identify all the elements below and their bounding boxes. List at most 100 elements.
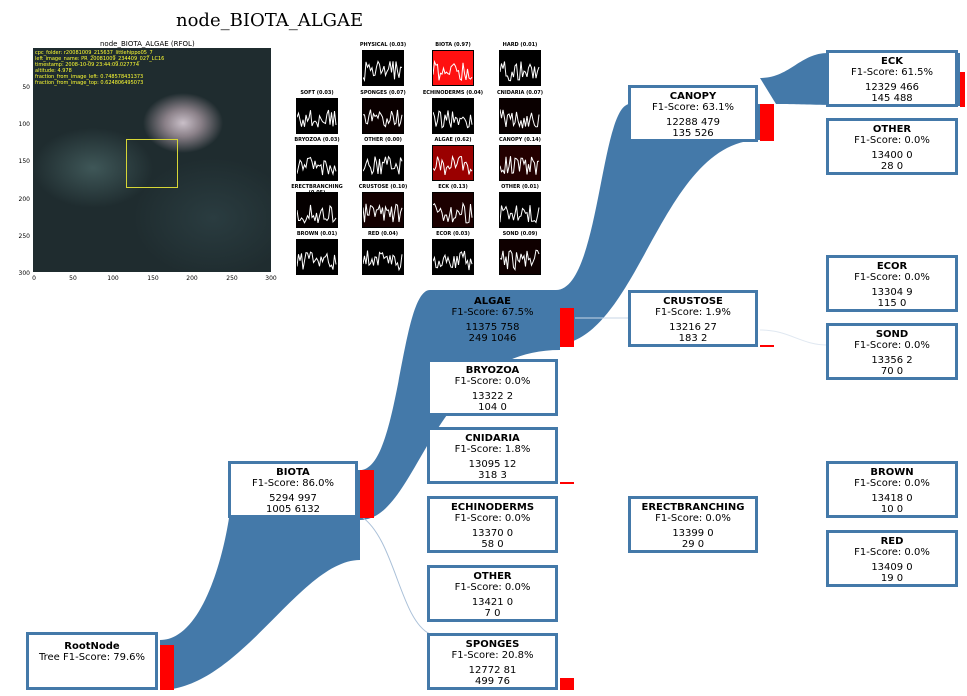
x-tick: 150 — [147, 275, 159, 282]
y-tick: 250 — [18, 233, 30, 240]
thumbnail-signal-plot — [499, 239, 541, 275]
thumbnail-signal-plot — [432, 145, 474, 181]
confusion-row: 13356 2 — [871, 355, 913, 366]
indicator-bar — [560, 482, 574, 484]
thumbnail-signal-plot — [362, 145, 404, 181]
confusion-row: 11375 758 — [465, 322, 520, 333]
node-f1-score: F1-Score: 0.0% — [454, 376, 531, 387]
meta-line: cpc_folder: r20081009_215637_littlehippo… — [35, 50, 153, 56]
thumbnail: PHYSICAL (0.03) — [348, 42, 418, 86]
thumbnail-signal-plot — [296, 239, 338, 275]
x-tick: 250 — [226, 275, 238, 282]
confusion-row: 13418 0 — [871, 493, 913, 504]
node-brown[interactable]: BROWN F1-Score: 0.0% 13418 0 10 0 — [826, 461, 958, 518]
indicator-bar — [760, 345, 774, 347]
thumbnail: OTHER (0.01) — [485, 184, 555, 228]
node-ecor[interactable]: ECOR F1-Score: 0.0% 13304 9 115 0 — [826, 255, 958, 312]
thumbnail-signal-plot — [296, 98, 338, 134]
confusion-row: 145 488 — [871, 93, 913, 104]
signal-line — [433, 110, 473, 129]
node-sond[interactable]: SOND F1-Score: 0.0% 13356 2 70 0 — [826, 323, 958, 380]
thumbnail-signal-plot — [362, 239, 404, 275]
signal-line — [363, 250, 403, 272]
signal-line — [433, 201, 473, 224]
node-bryozoa[interactable]: BRYOZOA F1-Score: 0.0% 13322 2 104 0 — [427, 359, 558, 416]
confusion-row: 104 0 — [478, 402, 507, 413]
thumbnail-label: BIOTA (0.97) — [435, 42, 471, 48]
thumbnail-label: SOND (0.09) — [502, 231, 538, 237]
thumbnail-signal-plot — [432, 98, 474, 134]
node-f1-score: F1-Score: 86.0% — [251, 478, 335, 489]
thumbnail: ECHINODERMS (0.04) — [418, 90, 488, 134]
node-name: ERECTBRANCHING — [641, 502, 745, 513]
node-echinoderms[interactable]: ECHINODERMS F1-Score: 0.0% 13370 0 58 0 — [427, 496, 558, 553]
flow-biota-sponges — [361, 516, 431, 635]
signal-line — [363, 155, 403, 176]
node-f1-score: F1-Score: 0.0% — [655, 513, 731, 524]
node-canopy[interactable]: CANOPY F1-Score: 63.1% 12288 479 135 526 — [628, 85, 758, 142]
node-biota[interactable]: BIOTA F1-Score: 86.0% 5294 997 1005 6132 — [228, 461, 358, 518]
signal-line — [297, 251, 337, 270]
confusion-row: 19 0 — [880, 573, 904, 584]
x-tick: 50 — [69, 275, 77, 282]
thumbnail: BRYOZOA (0.03) — [282, 137, 352, 181]
confusion-row: 13421 0 — [471, 597, 514, 608]
sample-image-panel: node_BIOTA_ALGAE (RFOL) cpc_folder: r200… — [10, 40, 277, 285]
page-title: node_BIOTA_ALGAE — [176, 10, 364, 31]
indicator-bar — [160, 645, 174, 690]
node-f1-score: F1-Score: 0.0% — [454, 513, 531, 524]
thumbnail: HARD (0.01) — [485, 42, 555, 86]
thumbnail-signal-plot — [362, 50, 404, 86]
node-name: SOND — [875, 329, 909, 340]
signal-line — [500, 109, 540, 129]
node-name: CRUSTOSE — [663, 296, 723, 307]
thumbnail: SPONGES (0.07) — [348, 90, 418, 134]
confusion-row: 7 0 — [484, 608, 501, 619]
node-cnidaria[interactable]: CNIDARIA F1-Score: 1.8% 13095 12 318 3 — [427, 427, 558, 484]
confusion-row: 13399 0 — [672, 528, 714, 539]
thumbnail: ERECTBRANCHING (0.05) — [282, 184, 352, 228]
thumbnail-signal-plot — [296, 192, 338, 228]
indicator-bar — [560, 678, 574, 690]
thumbnail: ECOR (0.03) — [418, 231, 488, 275]
signal-line — [363, 109, 403, 128]
thumbnail-label: CNIDARIA (0.07) — [497, 90, 543, 96]
node-rootnode[interactable]: RootNode Tree F1-Score: 79.6% — [26, 632, 158, 690]
node-name: OTHER — [872, 124, 912, 135]
node-erectbranching[interactable]: ERECTBRANCHING F1-Score: 0.0% 13399 0 29… — [628, 496, 758, 553]
node-name: CNIDARIA — [465, 433, 520, 444]
node-f1-score: F1-Score: 0.0% — [854, 135, 930, 146]
confusion-row: 13304 9 — [871, 287, 913, 298]
node-eck[interactable]: ECK F1-Score: 61.5% 12329 466 145 488 — [826, 50, 958, 107]
node-algae[interactable]: ALGAE F1-Score: 67.5% 11375 758 249 1046 — [427, 290, 558, 347]
signal-line — [433, 154, 473, 176]
confusion-row: 1005 6132 — [265, 504, 321, 515]
confusion-row: 13409 0 — [871, 562, 913, 573]
indicator-bar — [960, 72, 965, 107]
signal-line — [500, 249, 540, 272]
flow-algae-canopy — [556, 104, 760, 345]
thumbnail: CANOPY (0.14) — [485, 137, 555, 181]
thumbnail-label: BRYOZOA (0.03) — [294, 137, 340, 143]
node-red[interactable]: RED F1-Score: 0.0% 13409 0 19 0 — [826, 530, 958, 587]
x-tick: 200 — [186, 275, 198, 282]
y-tick: 300 — [18, 270, 30, 277]
node-other[interactable]: OTHER F1-Score: 0.0% 13400 0 28 0 — [826, 118, 958, 175]
signal-line — [363, 60, 403, 82]
node-crustose[interactable]: CRUSTOSE F1-Score: 1.9% 13216 27 183 2 — [628, 290, 758, 347]
meta-line: fraction_from_image_top: 0.624806495073 — [35, 80, 144, 86]
node-sponges[interactable]: SPONGES F1-Score: 20.8% 12772 81 499 76 — [427, 633, 558, 690]
thumbnail-label: SPONGES (0.07) — [360, 90, 406, 96]
thumbnail-signal-plot — [499, 50, 541, 86]
thumbnail-signal-plot — [362, 98, 404, 134]
node-f1-score: Tree F1-Score: 79.6% — [38, 652, 146, 663]
node-other[interactable]: OTHER F1-Score: 0.0% 13421 0 7 0 — [427, 565, 558, 622]
thumbnail: ALGAE (0.62) — [418, 137, 488, 181]
confusion-row: 13370 0 — [471, 528, 514, 539]
confusion-row: 10 0 — [880, 504, 904, 515]
image-title: node_BIOTA_ALGAE (RFOL) — [100, 40, 195, 48]
thumbnail: SOND (0.09) — [485, 231, 555, 275]
thumbnail-label: PHYSICAL (0.03) — [359, 42, 407, 48]
node-name: SPONGES — [465, 639, 520, 650]
signal-line — [297, 109, 337, 128]
